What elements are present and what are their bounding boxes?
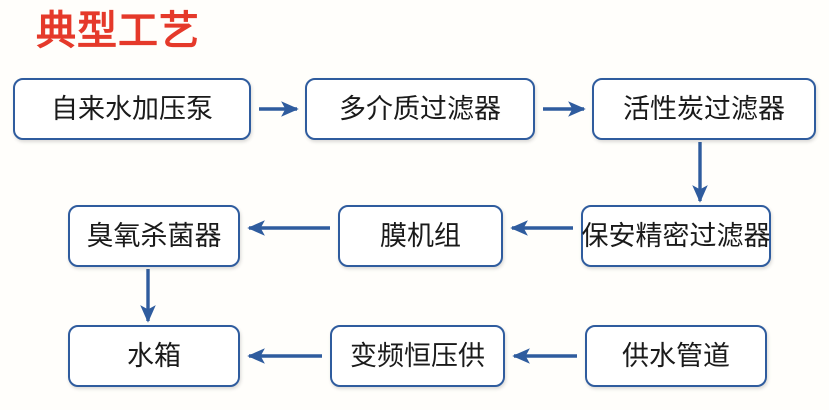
- node-supply-pipeline[interactable]: 供水管道: [585, 325, 767, 387]
- page-title: 典型工艺: [36, 8, 200, 54]
- node-tapwater-pump[interactable]: 自来水加压泵: [13, 78, 251, 140]
- node-carbon-filter[interactable]: 活性炭过滤器: [592, 78, 816, 140]
- node-membrane-unit[interactable]: 膜机组: [338, 205, 503, 267]
- node-multimedia-filter[interactable]: 多介质过滤器: [305, 78, 535, 140]
- node-ozone-sterilizer[interactable]: 臭氧杀菌器: [68, 205, 240, 267]
- node-water-tank[interactable]: 水箱: [68, 325, 240, 387]
- node-vfd-supply[interactable]: 变频恒压供: [330, 325, 505, 387]
- node-security-filter[interactable]: 保安精密过滤器: [581, 205, 771, 267]
